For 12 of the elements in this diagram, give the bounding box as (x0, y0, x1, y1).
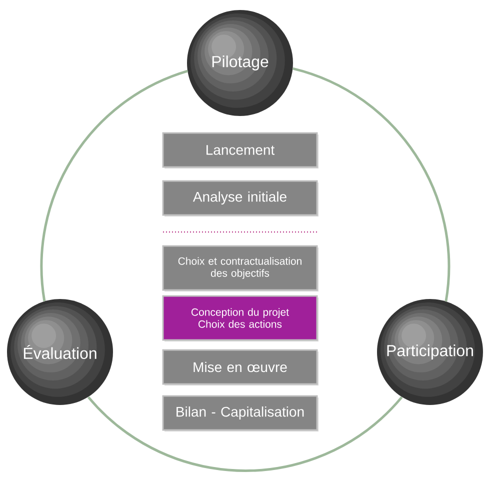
sphere: Participation (377, 299, 483, 405)
ring-arc (292, 67, 450, 302)
ring-arc (87, 396, 403, 472)
step-box: Lancement (162, 132, 318, 168)
step-box: Choix et contractualisation des objectifs (162, 245, 318, 292)
step-box: Analyse initiale (162, 180, 318, 216)
ring-arc (40, 70, 188, 302)
sphere: Pilotage (187, 10, 293, 116)
step-box: Bilan - Capitalisation (162, 395, 318, 432)
step-box: Conception du projet Choix des actions (162, 295, 318, 342)
step-box: Mise en œuvre (162, 349, 318, 386)
sphere: Évaluation (7, 299, 113, 405)
